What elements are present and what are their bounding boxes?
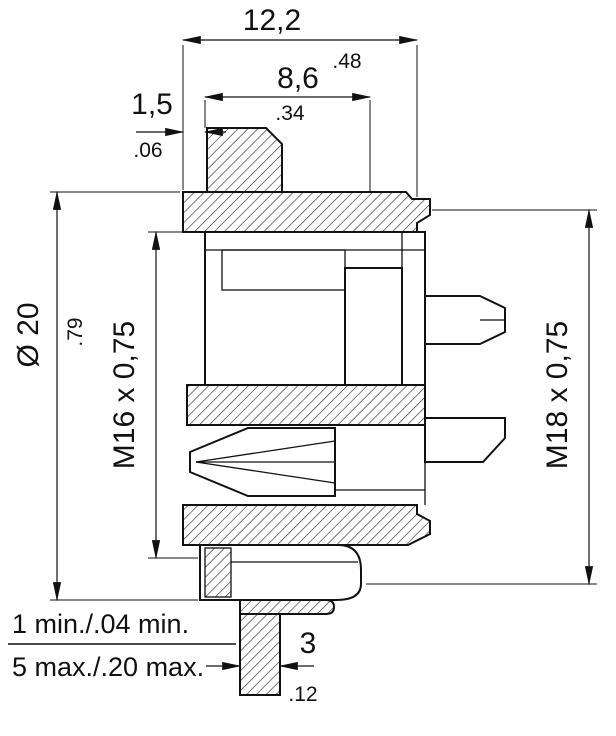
label-top-width-inch: .48 (332, 50, 361, 73)
pin-contact-upper (424, 295, 506, 345)
label-tab-mm: 3 (300, 627, 317, 660)
label-tab-inch: .12 (288, 683, 317, 706)
top-mounting-tab (206, 127, 283, 193)
rear-flange (182, 504, 431, 546)
label-panel-min: 1 min./.04 min. (12, 609, 189, 639)
pin-contact-lower (424, 417, 506, 463)
cap-hatched-insert (204, 547, 232, 598)
label-flange-width-inch: .34 (275, 102, 305, 125)
label-thread-back: M18 x 0,75 (541, 321, 574, 469)
bottom-sub-flange (239, 599, 336, 615)
rear-cap (199, 544, 362, 601)
label-thread-front: M16 x 0,75 (108, 321, 141, 469)
dimension-lines (8, 35, 594, 671)
dimension-labels: 12,2 .48 8,6 .34 1,5 .06 Ø 20 .79 M16 x … (12, 4, 574, 706)
contact-block (344, 267, 403, 386)
connector-cross-section (182, 127, 506, 696)
collet-fan-lines (195, 440, 336, 484)
front-flange (182, 191, 431, 233)
label-panel-max: 5 max./.20 max. (12, 652, 204, 682)
coupling-ring (186, 384, 426, 426)
label-top-width-mm: 12,2 (243, 4, 301, 37)
label-flange-width-mm: 8,6 (277, 62, 319, 95)
label-diameter-mm: Ø 20 (12, 302, 45, 367)
label-wall-mm: 1,5 (131, 88, 173, 121)
bottom-mounting-tab (239, 613, 281, 696)
label-diameter-inch: .79 (64, 317, 87, 346)
label-wall-inch: .06 (133, 139, 162, 162)
